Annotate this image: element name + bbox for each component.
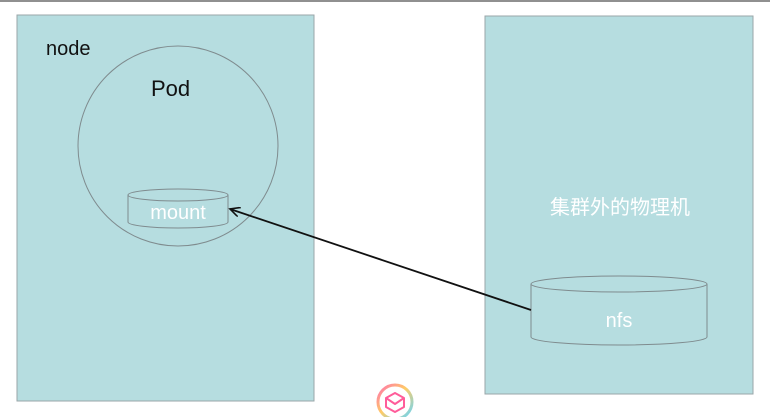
pod-circle-group: Pod [77,45,279,247]
pod-label: Pod [151,76,190,101]
mount-cylinder: mount [127,188,229,229]
logo-icon [376,383,414,417]
external-machine-label: 集群外的物理机 [550,195,690,219]
nfs-cylinder-body [530,284,708,346]
mount-cylinder-body [127,195,229,229]
node-label: node [46,38,91,60]
nfs-label: nfs [606,310,633,332]
nfs-cylinder-top [530,275,708,293]
mount-label: mount [150,202,206,224]
connection-arrow [230,209,532,311]
mount-cylinder-top [127,188,229,202]
pod-circle [77,45,279,247]
nfs-cylinder: nfs [530,275,708,346]
